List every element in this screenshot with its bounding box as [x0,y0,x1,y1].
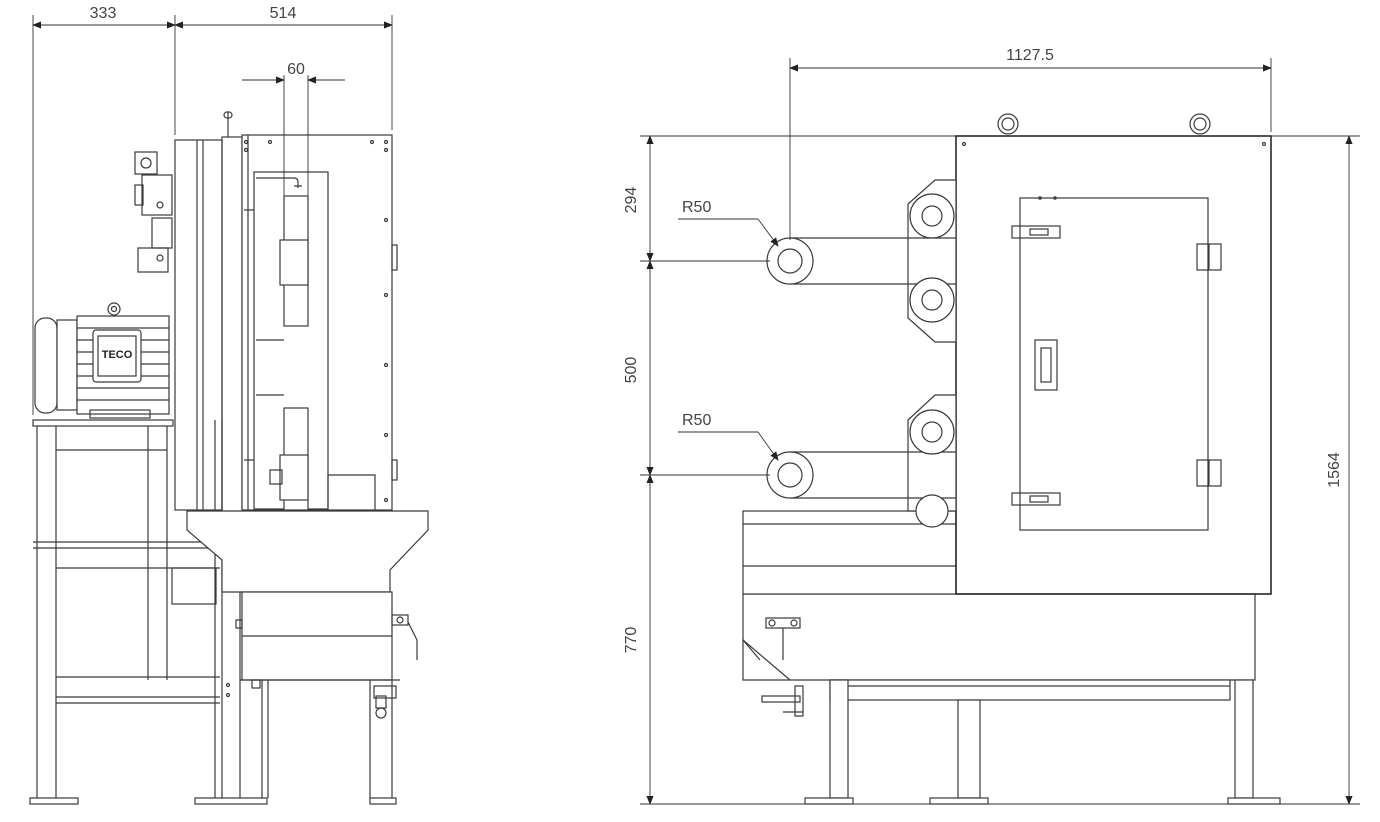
front-wheels [766,179,957,528]
front-view: 1127.5 294 500 770 1564 R50 R50 [623,47,1360,805]
front-cabinet [955,113,1272,595]
dimension-width-right: 514 [270,5,297,22]
side-hopper [186,510,429,719]
dimension-width-left: 333 [90,5,117,22]
side-base-frame [29,419,397,805]
dimension-overall-height: 1564 [1326,452,1343,488]
side-column [134,111,243,518]
dimension-base-height: 770 [623,627,640,654]
radius-label-lower: R50 [682,412,711,429]
dimension-overall-width: 1127.5 [1006,47,1054,64]
front-dimensions [640,58,1360,805]
motor-brand-label: TECO [102,349,133,361]
dimension-top-offset: 294 [623,187,640,214]
dimension-wheel-spacing: 500 [623,357,640,384]
radius-label-upper: R50 [682,199,711,216]
motor: TECO [34,302,170,419]
dimension-belt-width: 60 [287,61,305,78]
side-view: TECO [29,5,429,805]
front-base-frame [742,593,1281,805]
side-dimensions [32,15,393,415]
side-housing [241,134,398,511]
